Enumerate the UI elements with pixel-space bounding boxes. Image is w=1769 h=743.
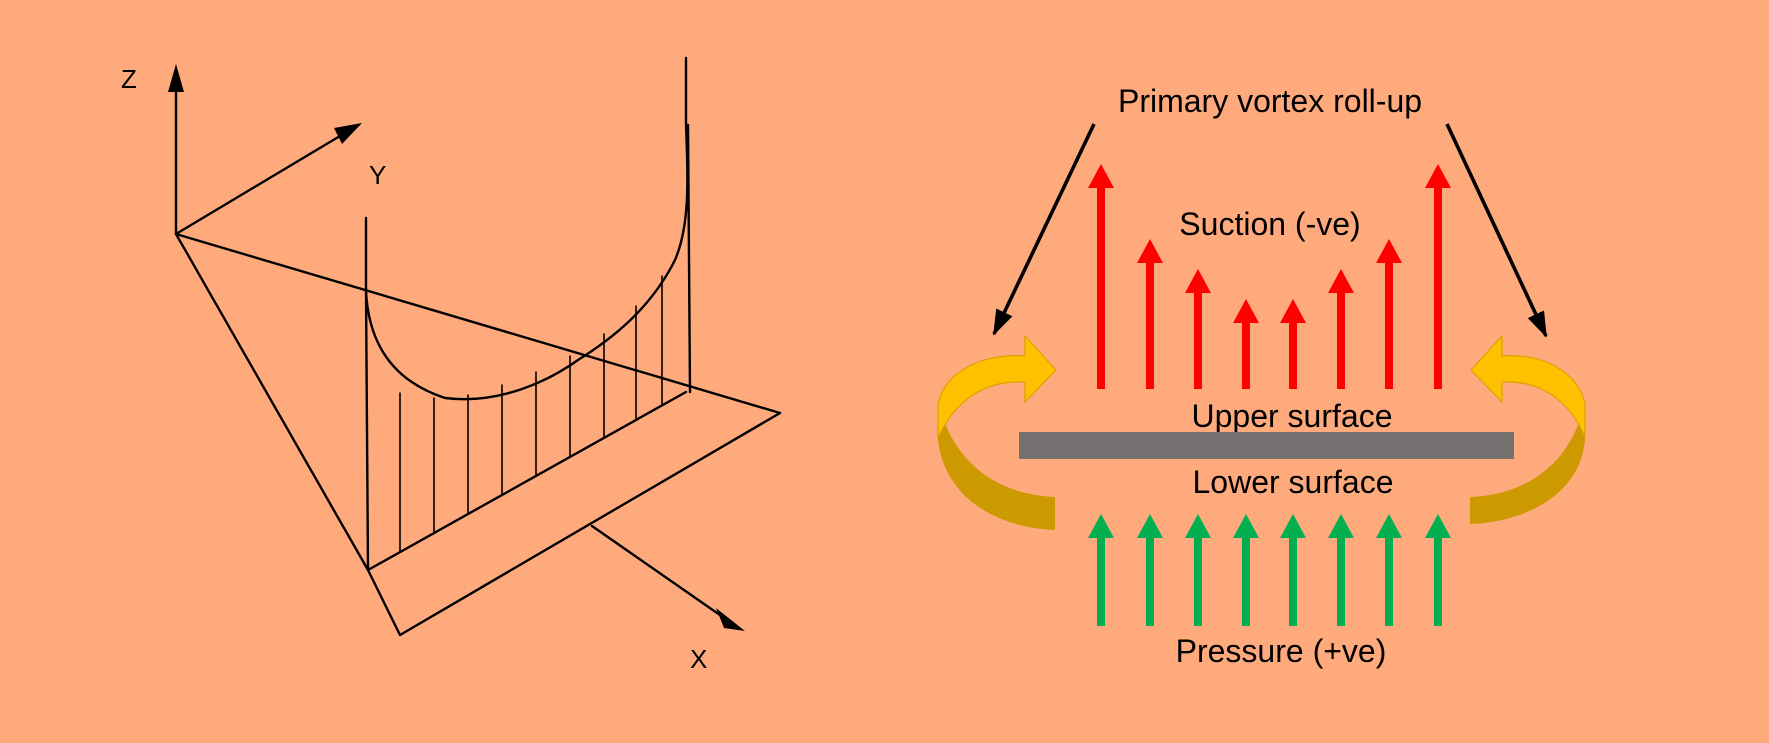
suction-arrow-shaft [1434, 186, 1442, 389]
suction-arrow-head [1233, 299, 1259, 323]
suction-arrow-head [1185, 269, 1211, 293]
suction-arrow-head [1376, 239, 1402, 263]
y-axis-arrowhead [334, 123, 362, 144]
pressure-arrows [1088, 514, 1451, 626]
pressure-arrow-head [1328, 514, 1354, 538]
x-axis-arrowhead [716, 608, 745, 631]
wing-trailing-edge-side [366, 568, 402, 637]
wing-trailing-edge-bottom [398, 411, 782, 637]
pressure-arrow-shaft [1385, 536, 1393, 626]
pressure-arrow-head [1088, 514, 1114, 538]
pressure-arrow-shaft [1337, 536, 1345, 626]
vortex-pointer-right [1445, 123, 1548, 338]
curve-right-wall [686, 123, 692, 394]
axis-y-label: Y [369, 160, 386, 190]
spanwise-pressure-sketch: Z Y X [121, 56, 782, 674]
suction-arrow-shaft [1146, 261, 1154, 389]
vortex-label: Primary vortex roll-up [1118, 83, 1422, 119]
pressure-arrow-shaft [1146, 536, 1154, 626]
suction-arrow-head [1425, 164, 1451, 188]
suction-arrow-shaft [1097, 186, 1105, 389]
suction-arrows [1088, 164, 1451, 389]
wing-surface-plate [1019, 432, 1514, 459]
suction-arrow-head [1137, 239, 1163, 263]
suction-arrow-shaft [1385, 261, 1393, 389]
suction-arrow-head [1328, 269, 1354, 293]
pressure-arrow-head [1425, 514, 1451, 538]
z-axis-arrowhead [168, 64, 184, 92]
suction-arrow-head [1280, 299, 1306, 323]
wing-leading-edge-right [174, 232, 782, 415]
pressure-arrow-shaft [1434, 536, 1442, 626]
pressure-arrow-head [1185, 514, 1211, 538]
y-axis [174, 128, 352, 236]
pressure-arrow-shaft [1194, 536, 1202, 626]
pressure-arrow-head [1280, 514, 1306, 538]
suction-arrow-shaft [1194, 291, 1202, 389]
suction-label: Suction (-ve) [1179, 206, 1360, 242]
curve-left-wall [364, 288, 370, 572]
axis-x-label: X [690, 644, 707, 674]
vortex-pointer-left [992, 123, 1096, 336]
hatch-lines [399, 275, 663, 553]
x-axis [590, 524, 732, 624]
lower-surface-label: Lower surface [1193, 464, 1394, 500]
pressure-arrow-shaft [1097, 536, 1105, 626]
suction-arrow-head [1088, 164, 1114, 188]
pressure-arrow-head [1137, 514, 1163, 538]
vortex-curl-left [937, 334, 1057, 530]
surface-pressure-diagram: Primary vortex roll-up Suction (-ve) Upp… [937, 83, 1586, 669]
suction-arrow-shaft [1242, 321, 1250, 389]
upper-surface-label: Upper surface [1192, 398, 1393, 434]
suction-arrow-shaft [1289, 321, 1297, 389]
pressure-arrow-head [1233, 514, 1259, 538]
pressure-arrow-head [1376, 514, 1402, 538]
wing-leading-edge-left [174, 232, 370, 572]
pressure-curve [364, 56, 689, 401]
suction-arrow-shaft [1337, 291, 1345, 389]
pressure-label: Pressure (+ve) [1176, 633, 1387, 669]
vortex-curl-right [1470, 334, 1586, 524]
pressure-arrow-shaft [1242, 536, 1250, 626]
axis-z-label: Z [121, 64, 137, 94]
pressure-arrow-shaft [1289, 536, 1297, 626]
wing-trailing-edge-top [366, 390, 688, 572]
